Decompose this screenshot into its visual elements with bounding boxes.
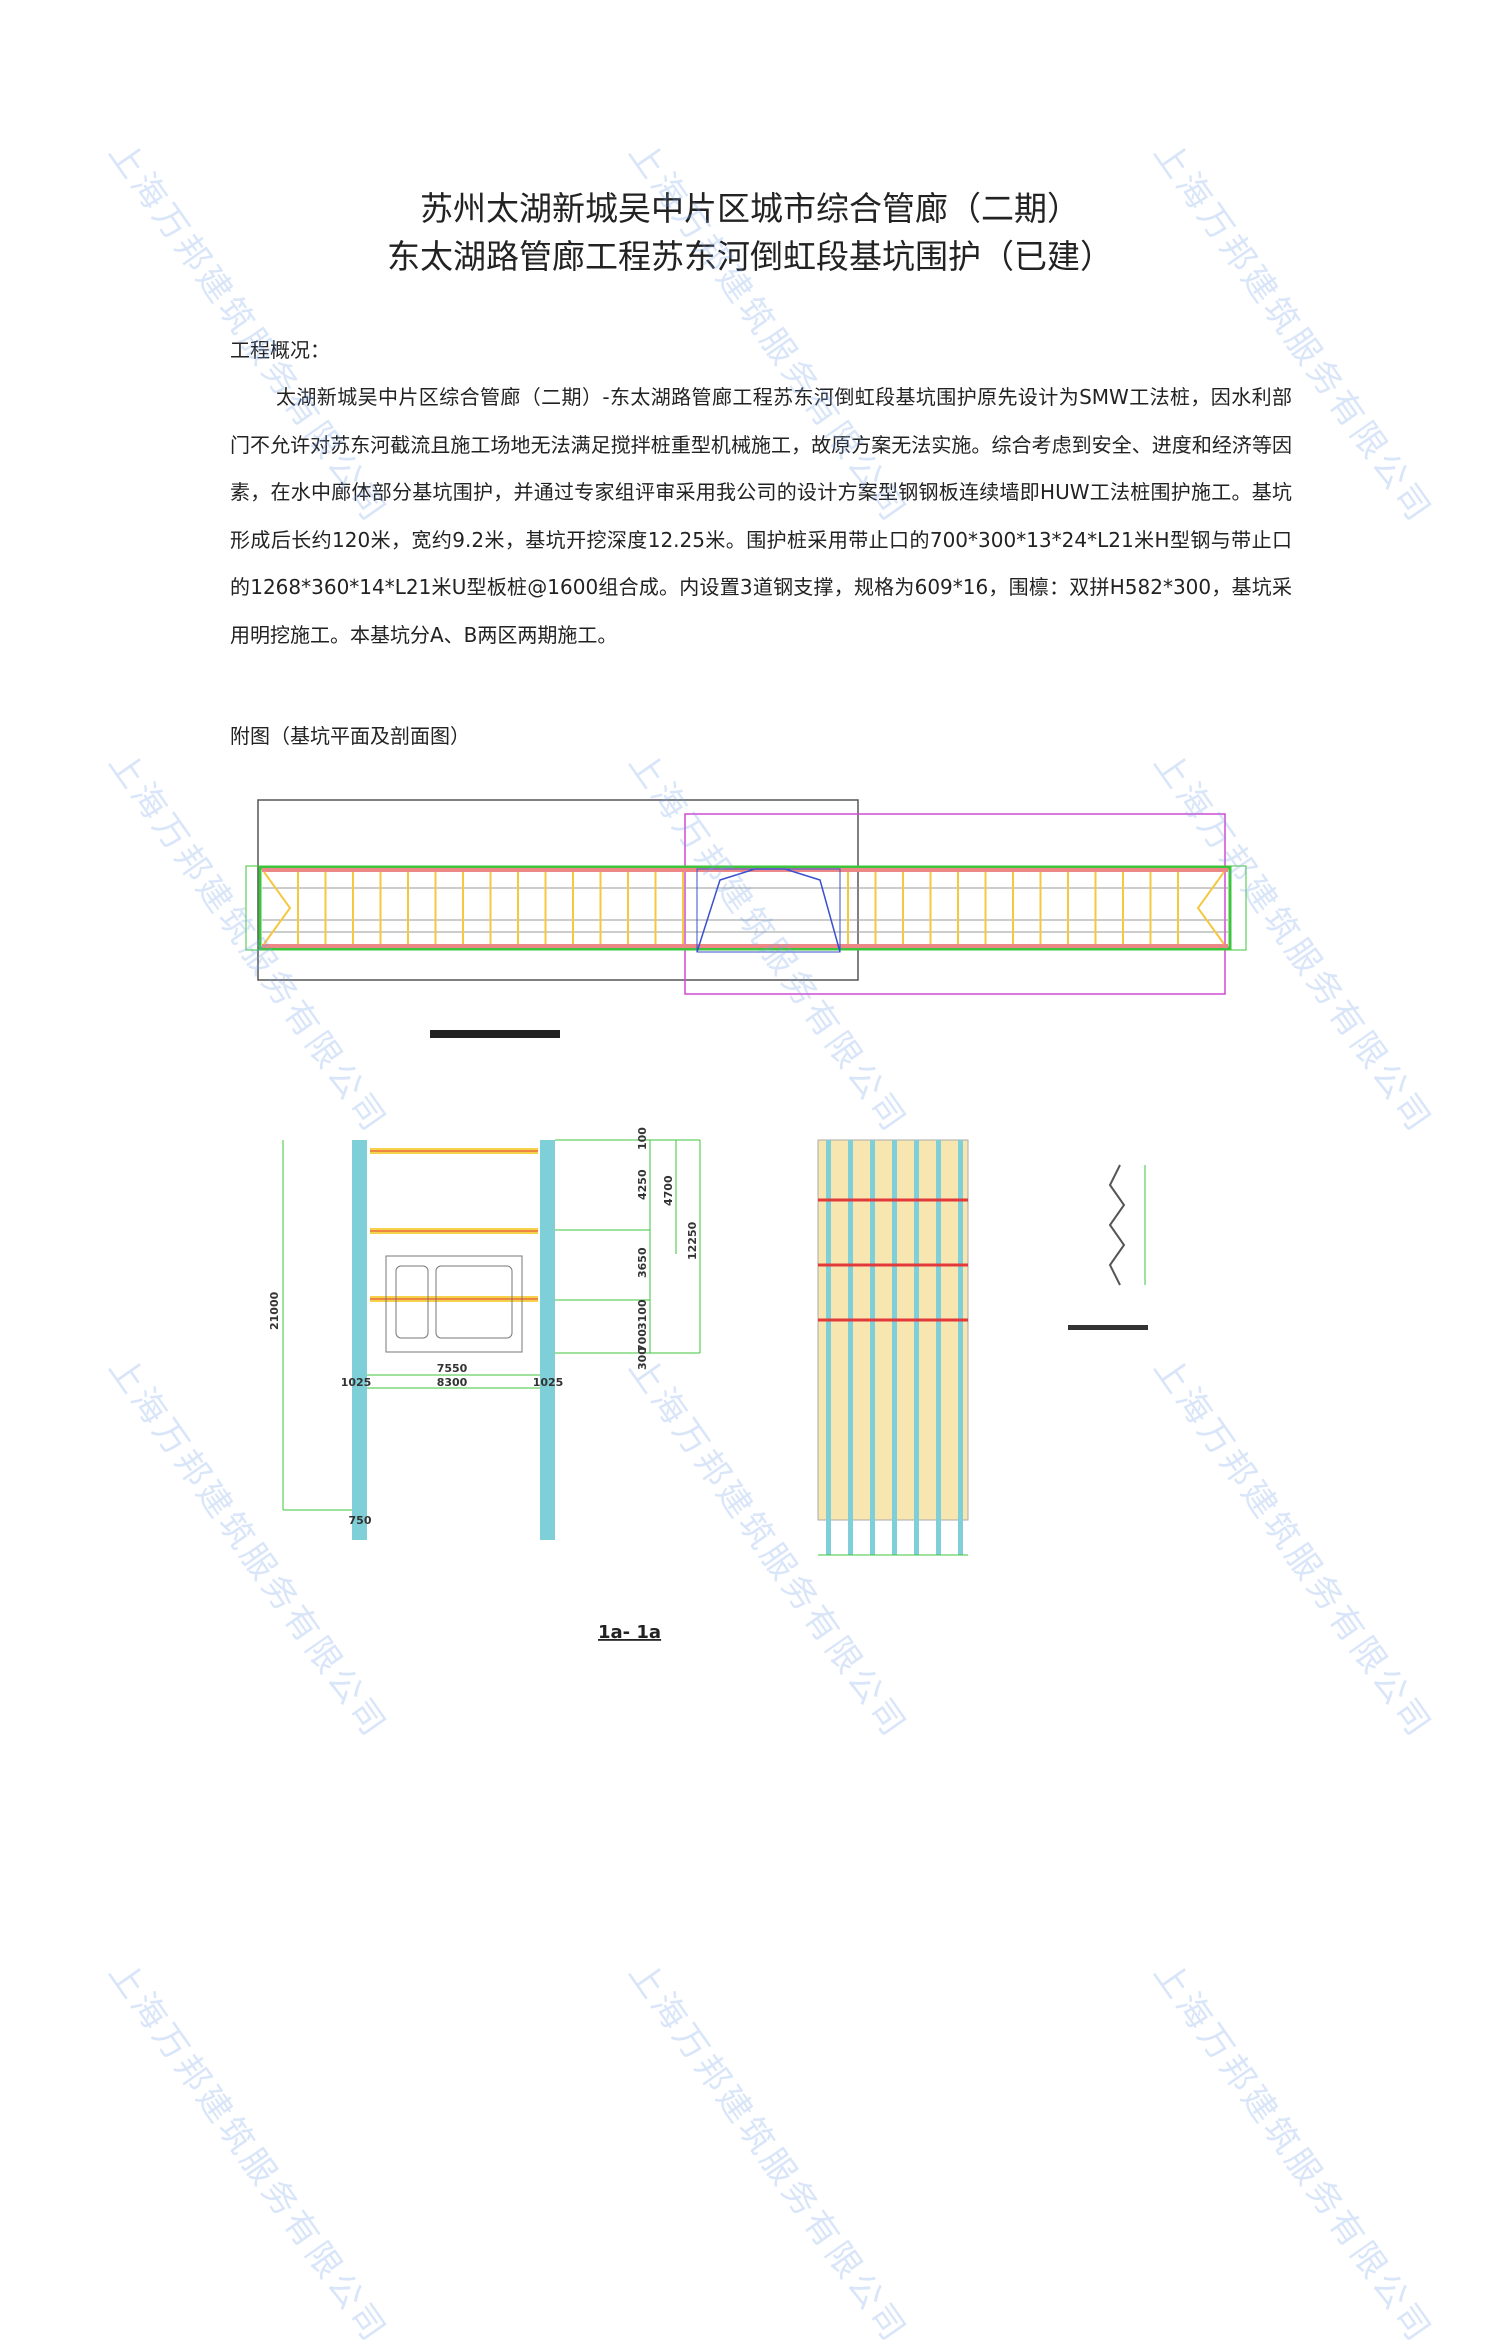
dim-d1: 100 [636, 1127, 649, 1150]
section-view: 7550 8300 1025 1025 750 21000 100 4250 4… [268, 1127, 701, 1643]
dim-d6: 700 [636, 1329, 649, 1352]
section-label: 1a- 1a [598, 1622, 661, 1643]
dim-depth-total: 21000 [268, 1291, 281, 1330]
u-pile-detail [1068, 1164, 1148, 1330]
elevation-pile [914, 1140, 919, 1555]
plan-struts [297, 872, 1179, 944]
overview-heading: 工程概况： [230, 338, 330, 362]
dim-side-right: 1025 [533, 1376, 564, 1389]
dim-d2: 4250 [636, 1169, 649, 1200]
overview-paragraph: 太湖新城吴中片区综合管廊（二期）-东太湖路管廊工程苏东河倒虹段基坑围护原先设计为… [230, 385, 1292, 647]
plan-caption [430, 1030, 560, 1038]
dim-total-width: 8300 [437, 1376, 468, 1389]
dim-inner-width: 7550 [437, 1362, 468, 1375]
elevation-pile [870, 1140, 875, 1555]
pile-elevation [817, 1139, 969, 1556]
engineering-drawings: 7550 8300 1025 1025 750 21000 100 4250 4… [245, 799, 1247, 1643]
dim-excavation: 12250 [686, 1221, 699, 1260]
dim-d3: 4700 [662, 1175, 675, 1206]
elevation-pile [826, 1140, 831, 1555]
elevation-pile [892, 1140, 897, 1555]
elevation-pile [958, 1140, 963, 1555]
dim-d4: 3650 [636, 1247, 649, 1278]
plan-view [245, 799, 1247, 1038]
elevation-pile [936, 1140, 941, 1555]
dim-d5: 3100 [636, 1299, 649, 1330]
document-title-line1: 苏州太湖新城吴中片区城市综合管廊（二期） [420, 189, 1080, 228]
dim-pile-width: 750 [349, 1514, 372, 1527]
document-title-line2: 东太湖路管廊工程苏东河倒虹段基坑围护（已建） [387, 237, 1113, 276]
figure-heading: 附图（基坑平面及剖面图） [230, 724, 470, 748]
elevation-pile [848, 1140, 853, 1555]
dim-d7: 300 [636, 1347, 649, 1370]
strut-levels [370, 1148, 538, 1302]
dim-side-left: 1025 [341, 1376, 372, 1389]
